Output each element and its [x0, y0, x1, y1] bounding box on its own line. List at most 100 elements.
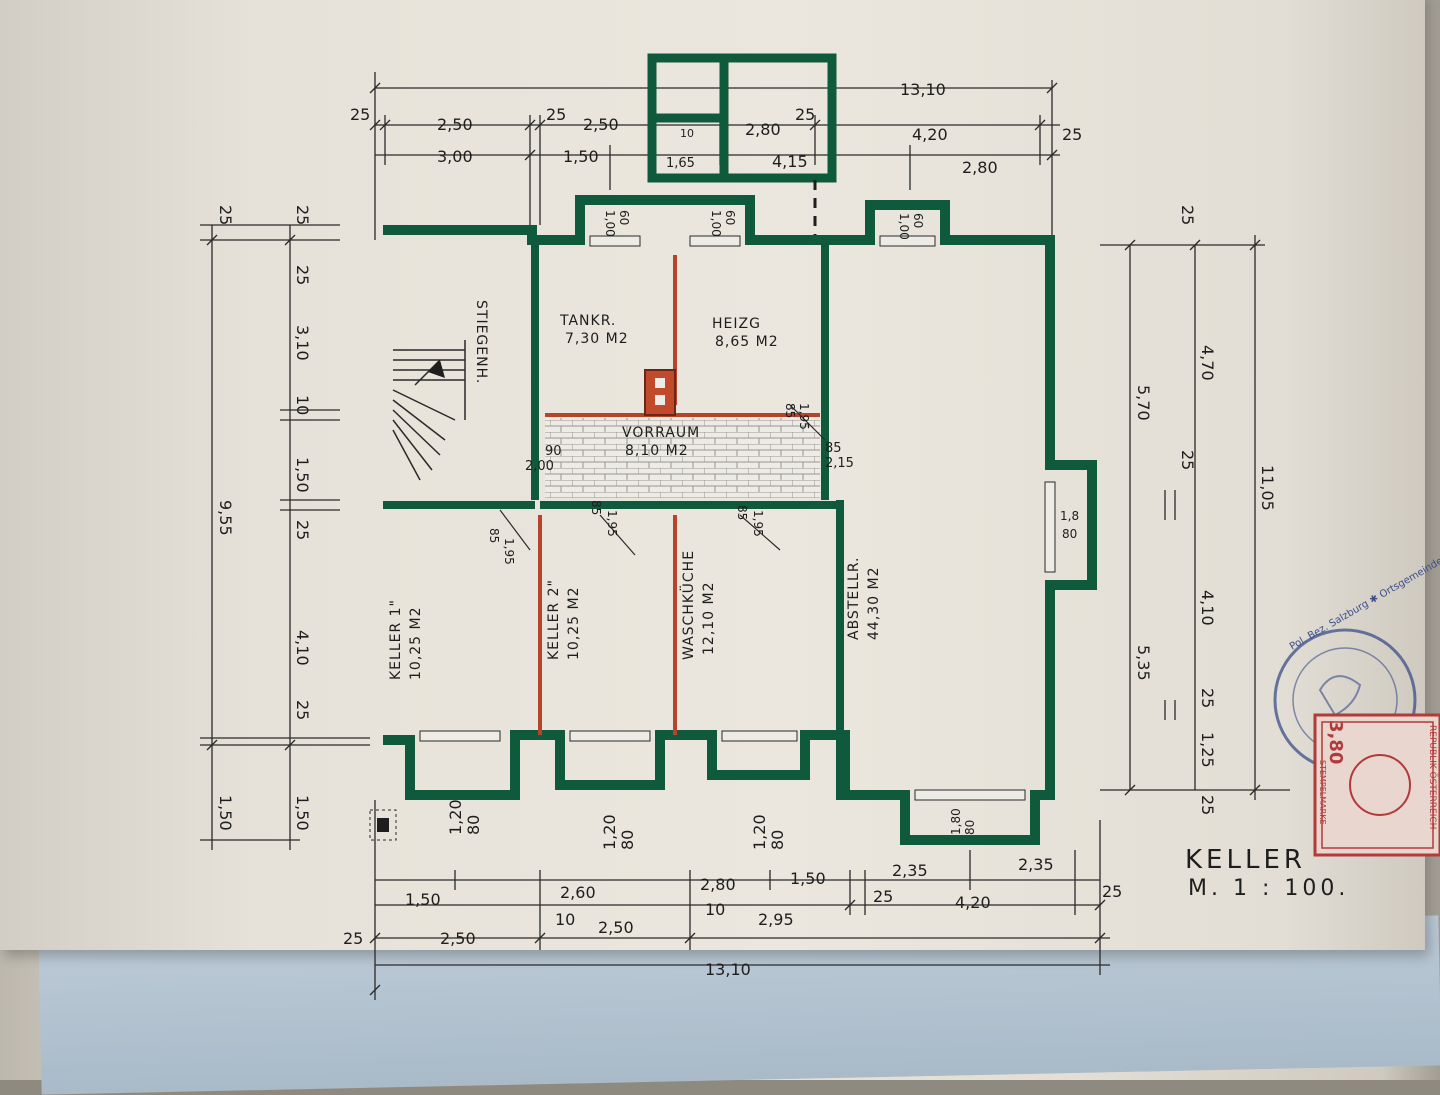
dim-label: 25	[293, 520, 312, 540]
dim-label: 2,95	[758, 910, 794, 929]
svg-text:80: 80	[963, 820, 977, 835]
right-dimension-labels: 11,05 5,70 5,35 4,70 25 4,10 25 1,25 25 …	[1134, 205, 1277, 815]
dim-label: 4,10	[1198, 590, 1217, 626]
svg-text:1,20: 1,20	[446, 799, 465, 835]
dim-label: 4,70	[1198, 345, 1217, 381]
svg-text:1,20: 1,20	[750, 814, 769, 850]
dim-label: 2,50	[437, 115, 473, 134]
room-labels: TANKR. 7,30 M2 HEIZG 8,65 M2 STIEGENH. V…	[388, 300, 882, 680]
top-dimension-lines	[369, 72, 1060, 240]
bottom-dimension-labels: 13,10 25 2,50 10 2,50 10 2,95 25 4,20 25…	[343, 855, 1122, 979]
room-name-keller2: KELLER 2"	[546, 579, 562, 660]
dim-label: 5,70	[1134, 385, 1153, 421]
dim-label: 3,00	[437, 147, 473, 166]
svg-text:1,00: 1,00	[603, 210, 617, 237]
vorraum-brick-floor	[545, 418, 820, 498]
left-dimension-lines	[200, 224, 370, 850]
svg-text:80: 80	[1062, 527, 1077, 541]
dim-label: 25	[1178, 450, 1197, 470]
stair-arrow-icon	[428, 360, 445, 378]
dim-label: 10	[293, 395, 312, 415]
dim-label: 25	[293, 700, 312, 720]
svg-text:1,20: 1,20	[600, 814, 619, 850]
dim-label: 25	[1178, 205, 1197, 225]
room-area-waschkueche: 12,10 M2	[701, 581, 717, 655]
dim-label: 10	[705, 900, 725, 919]
dim-label: 3,10	[293, 325, 312, 361]
svg-text:Pol. Bez. Salzburg ✱ Ortsgemei: Pol. Bez. Salzburg ✱ Ortsgemeinde Se	[1288, 548, 1440, 653]
drawing-scale: M. 1 : 100.	[1188, 876, 1349, 901]
door-labels: 85 1,95 85 1,95 85 1,95 85 1,95 90 2,00 …	[487, 403, 854, 565]
svg-text:90: 90	[545, 444, 562, 459]
svg-text:85: 85	[589, 500, 603, 515]
dim-label: 2,35	[892, 861, 928, 880]
svg-text:1,8: 1,8	[1060, 509, 1079, 523]
svg-text:80: 80	[618, 830, 637, 850]
left-dimension-labels: 9,55 1,50 25 25 3,10 10 1,50 25 4,10 25 …	[216, 205, 312, 831]
svg-text:1,95: 1,95	[605, 510, 619, 537]
dim-label: 25	[1062, 125, 1082, 144]
dim-label: 1,50	[293, 457, 312, 493]
dim-label: 2,80	[745, 120, 781, 139]
chimney-flue	[655, 395, 665, 405]
room-name-waschkueche: WASCHKÜCHE	[679, 550, 697, 660]
drawing-title: KELLER	[1185, 845, 1306, 875]
room-name-abstellr: ABSTELLR.	[846, 557, 862, 641]
interior-walls	[383, 235, 844, 800]
svg-text:1,80: 1,80	[949, 808, 963, 835]
svg-text:REPUBLIK ÖSTERREICH: REPUBLIK ÖSTERREICH	[1427, 725, 1438, 829]
door-marks	[499, 404, 826, 556]
dim-label: 1,25	[1198, 732, 1217, 768]
svg-text:80: 80	[768, 830, 787, 850]
room-area-keller1: 10,25 M2	[408, 606, 424, 680]
svg-text:60: 60	[617, 210, 631, 225]
exterior-walls	[383, 195, 1097, 845]
svg-text:85: 85	[735, 505, 749, 520]
svg-text:1,95: 1,95	[502, 538, 516, 565]
dim-label: 4,20	[912, 125, 948, 144]
dim-label: 25	[343, 929, 363, 948]
dim-label: 1,50	[563, 147, 599, 166]
dim-label: 1,50	[293, 795, 312, 831]
svg-text:60: 60	[911, 213, 925, 228]
svg-text:85: 85	[783, 403, 797, 418]
revenue-stamp: REPUBLIK ÖSTERREICH 3,80 STEMPELMARKE	[1313, 713, 1440, 857]
svg-text:3,80: 3,80	[1325, 720, 1346, 764]
dim-label: 25	[216, 205, 235, 225]
windows	[419, 235, 1056, 801]
svg-text:1,00: 1,00	[709, 210, 723, 237]
svg-text:60: 60	[723, 210, 737, 225]
room-area-heizg: 8,65 M2	[715, 334, 779, 350]
dim-label: 4,20	[955, 893, 991, 912]
svg-text:2,00: 2,00	[525, 459, 554, 474]
bottom-dimension-lines	[369, 800, 1110, 1000]
top-total-dimension: 13,10	[900, 80, 946, 99]
svg-text:80: 80	[464, 815, 483, 835]
dim-label: 2,80	[962, 158, 998, 177]
dim-label: 25	[873, 887, 893, 906]
dim-label: 1,50	[405, 890, 441, 909]
room-area-keller2: 10,25 M2	[566, 586, 582, 660]
dim-label: 2,35	[1018, 855, 1054, 874]
dim-label: 5,35	[1134, 645, 1153, 681]
dim-label: 25	[293, 205, 312, 225]
chimney-flue	[655, 378, 665, 388]
staircase	[392, 340, 466, 481]
chimney	[644, 369, 676, 416]
dim-label: 10	[555, 910, 575, 929]
dim-label: 25	[546, 105, 566, 124]
right-dimension-lines	[1100, 235, 1290, 800]
room-name-keller1: KELLER 1"	[388, 599, 404, 680]
dim-label: 1,50	[216, 795, 235, 831]
room-name-heizg: HEIZG	[712, 316, 761, 332]
dim-label: 25	[1102, 882, 1122, 901]
entry-marker-fill	[377, 818, 389, 832]
dim-label: 2,80	[700, 875, 736, 894]
room-name-stiegenh: STIEGENH.	[473, 300, 489, 384]
bottom-total-dimension: 13,10	[705, 960, 751, 979]
room-name-tank: TANKR.	[559, 313, 616, 329]
entry-marker	[369, 809, 397, 841]
svg-text:1,95: 1,95	[797, 403, 811, 430]
